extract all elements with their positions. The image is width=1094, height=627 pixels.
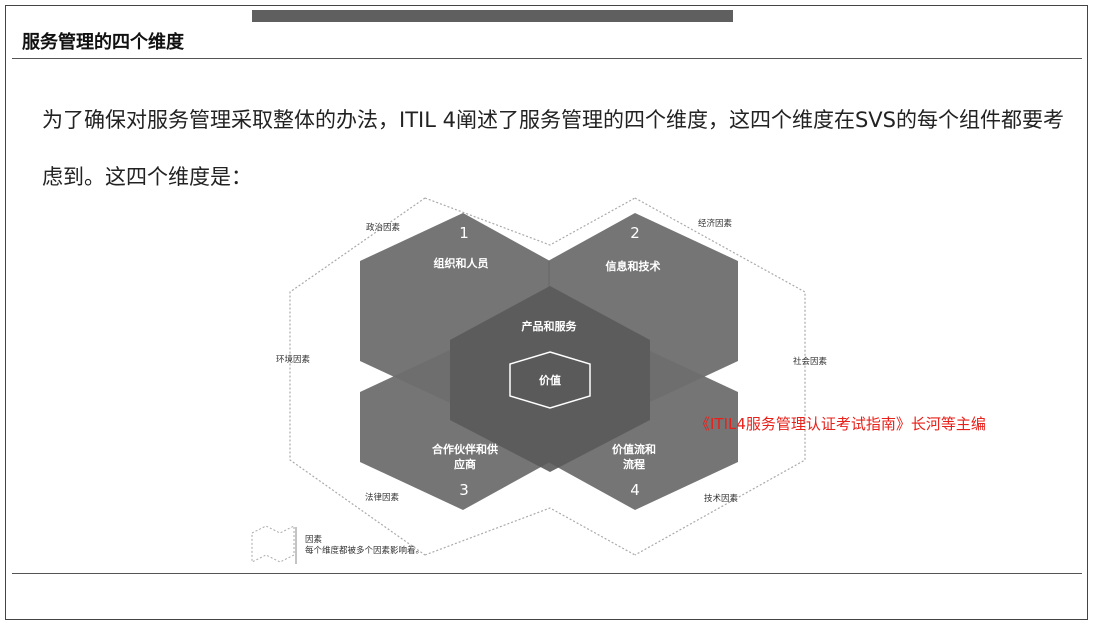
bottom-divider bbox=[12, 573, 1082, 574]
factor-boundary-top bbox=[424, 197, 636, 246]
legend-factor-icon bbox=[251, 525, 295, 563]
legend-text: 每个维度都被多个因素影响着。 bbox=[305, 545, 424, 556]
dimension-label-3a: 合作伙伴和供 bbox=[432, 442, 498, 456]
title-divider bbox=[12, 58, 1082, 59]
intro-paragraph: 为了确保对服务管理采取整体的办法，ITIL 4阐述了服务管理的四个维度，这四个维… bbox=[42, 108, 1064, 189]
product-service-label: 产品和服务 bbox=[522, 319, 578, 333]
factor-economic: 经济因素 bbox=[698, 218, 733, 229]
dimension-number-1: 1 bbox=[459, 224, 469, 242]
four-dimensions-diagram: 1 2 3 4 组织和人员 信息和技术 合作伙伴和供 应商 价值流和 流程 产品… bbox=[251, 197, 828, 564]
dimension-label-3b: 应商 bbox=[454, 457, 476, 471]
factor-social: 社会因素 bbox=[793, 356, 828, 367]
dimension-number-3: 3 bbox=[459, 481, 469, 499]
legend-title: 因素 bbox=[305, 534, 323, 545]
factor-legal: 法律因素 bbox=[365, 492, 400, 503]
factor-political: 政治因素 bbox=[366, 222, 401, 233]
page-title: 服务管理的四个维度 bbox=[22, 32, 184, 53]
dimension-number-2: 2 bbox=[630, 224, 640, 242]
top-bar bbox=[252, 10, 733, 22]
dimension-label-4b: 流程 bbox=[623, 457, 645, 471]
factor-boundary-right bbox=[634, 197, 806, 556]
dimension-label-2: 信息和技术 bbox=[606, 259, 661, 273]
factor-technological: 技术因素 bbox=[704, 493, 739, 504]
factor-boundary-left bbox=[289, 197, 426, 556]
dimension-number-4: 4 bbox=[630, 481, 640, 499]
factor-environmental: 环境因素 bbox=[276, 354, 311, 365]
value-hex bbox=[509, 351, 591, 409]
value-label: 价值 bbox=[539, 373, 561, 387]
dimension-label-4a: 价值流和 bbox=[612, 442, 656, 456]
source-caption: 《ITIL4服务管理认证考试指南》长河等主编 bbox=[695, 415, 986, 433]
slide-frame bbox=[5, 5, 1088, 620]
factor-boundary-bottom bbox=[424, 507, 636, 556]
dimension-label-1: 组织和人员 bbox=[434, 256, 489, 270]
